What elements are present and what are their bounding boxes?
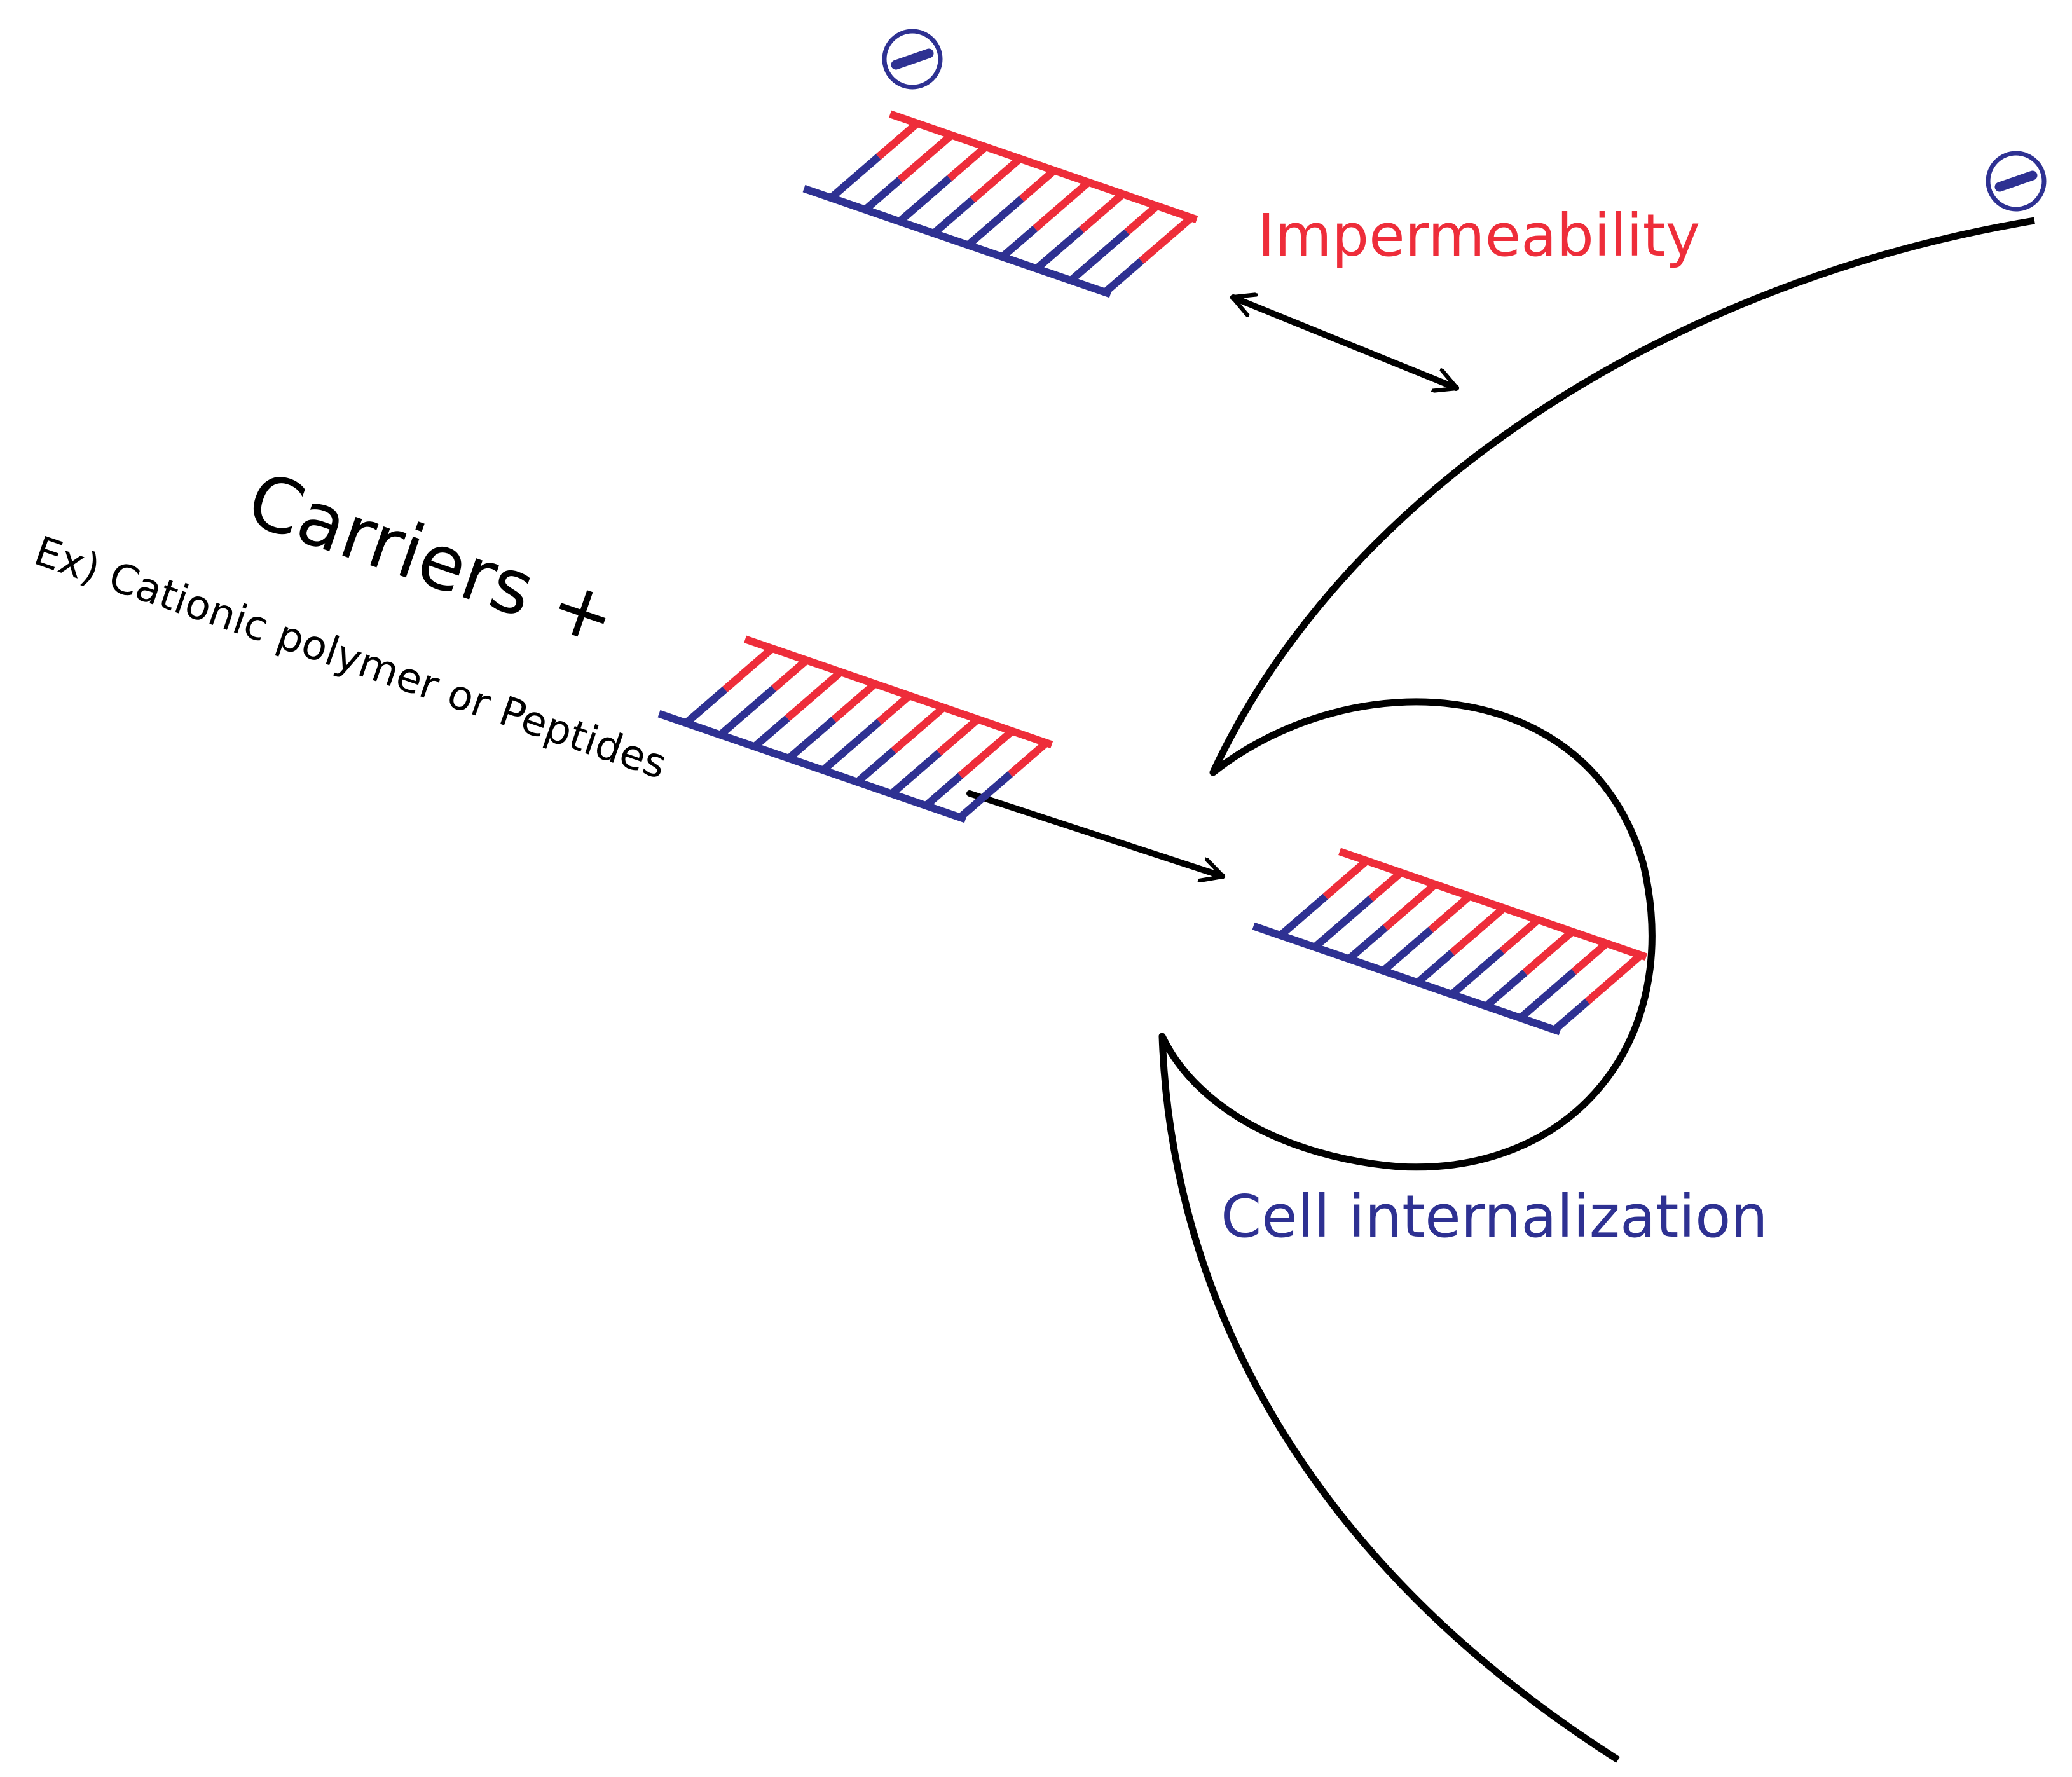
rung-red-segment (891, 704, 947, 754)
rung-blue-segment (999, 225, 1038, 260)
duplex-rungs (683, 645, 1049, 821)
rung-red-segment (876, 692, 912, 725)
rung-red-segment (771, 657, 809, 692)
rung-blue-segment (923, 772, 963, 809)
antisense-strand (802, 184, 1112, 298)
rung-blue-segment (1415, 949, 1455, 985)
duplex-rungs (828, 120, 1194, 296)
rung-red-segment (1368, 869, 1404, 902)
rung-blue-segment (1483, 970, 1528, 1010)
negative-charge-icon (882, 29, 943, 90)
sense-strand (1338, 847, 1648, 961)
rung-blue-segment (1102, 257, 1144, 296)
rung-red-segment (970, 156, 1023, 203)
rung-blue-segment (1068, 229, 1130, 284)
rung-red-segment (1382, 881, 1438, 931)
sirna-duplex-internalized (1252, 847, 1648, 1036)
cell-internalization-label: Cell internalization (1221, 1183, 1768, 1251)
rung-red-segment (722, 645, 775, 692)
rung-blue-segment (1518, 968, 1577, 1021)
impermeability-double-arrow (1233, 298, 1456, 388)
sense-strand (889, 110, 1198, 224)
duplex-rungs (1278, 858, 1643, 1033)
rung-red-segment (937, 716, 980, 756)
rung-blue-segment (896, 175, 952, 224)
rung-red-segment (1449, 905, 1507, 956)
rung-red-segment (1522, 928, 1575, 976)
rung-blue-segment (718, 685, 776, 738)
rung-blue-segment (931, 196, 975, 237)
impermeability-label: Impermeability (1258, 202, 1700, 270)
sense-strand (744, 635, 1053, 749)
rung-red-segment (1571, 940, 1609, 975)
rung-blue-segment (1346, 924, 1388, 962)
rung-blue-segment (683, 686, 728, 726)
rung-red-segment (1124, 203, 1160, 235)
rung-red-segment (785, 669, 844, 722)
rung-blue-segment (751, 715, 790, 750)
rung-blue-segment (828, 154, 881, 201)
rung-red-segment (947, 144, 989, 181)
rung-blue-segment (965, 196, 1024, 248)
internalization-arrow (966, 790, 1222, 876)
rung-blue-segment (1380, 926, 1434, 974)
rung-blue-segment (957, 771, 1013, 821)
rung-red-segment (1428, 893, 1472, 933)
rung-blue-segment (1552, 998, 1590, 1033)
rung-blue-segment (863, 177, 903, 213)
rung-blue-segment (1312, 896, 1374, 950)
rung-red-segment (1584, 952, 1643, 1005)
rung-blue-segment (1449, 948, 1505, 998)
rung-red-segment (1499, 917, 1541, 954)
rung-blue-segment (889, 750, 942, 797)
antisense-strand (657, 710, 967, 823)
rung-red-segment (1139, 214, 1194, 264)
rung-blue-segment (1278, 893, 1328, 938)
sirna-duplex-free (802, 110, 1198, 298)
rung-red-segment (1019, 167, 1057, 202)
rung-red-segment (957, 728, 1015, 779)
rung-blue-segment (1034, 227, 1084, 272)
rung-red-segment (831, 681, 878, 723)
rung-red-segment (1007, 739, 1049, 778)
rung-red-segment (1322, 858, 1369, 900)
antisense-strand (1252, 922, 1561, 1036)
rung-red-segment (897, 132, 954, 183)
sirna-duplex-carrier (657, 635, 1053, 823)
rung-red-segment (1033, 179, 1092, 231)
negative-charge-icon (1986, 151, 2047, 212)
rung-red-segment (875, 120, 920, 160)
cell-membrane (1158, 217, 2035, 1763)
rung-red-segment (1079, 191, 1125, 233)
rung-blue-segment (786, 717, 837, 762)
rung-blue-segment (854, 748, 896, 785)
rung-blue-segment (820, 718, 882, 773)
